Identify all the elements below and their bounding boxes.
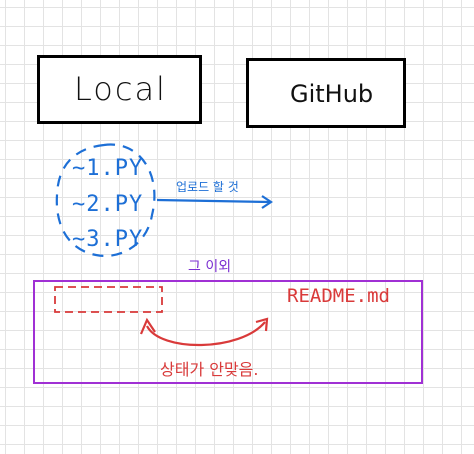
upload-arrow — [156, 198, 271, 204]
local-label: Local — [74, 70, 167, 108]
file-label: ~1.PY — [72, 156, 144, 181]
other-files-label: 그 이외 — [188, 259, 232, 275]
file-label: ~3.PY — [72, 227, 144, 252]
readme-label: README.md — [287, 285, 390, 307]
upload-arrow-head — [261, 195, 273, 209]
github-box — [246, 58, 406, 128]
mismatch-status-label: 상태가 안맞음. — [160, 360, 259, 379]
upload-label: 업로드 할 것 — [176, 180, 239, 194]
missing-file-placeholder — [54, 286, 163, 313]
files-group-outline — [55, 143, 156, 258]
other-files-box — [33, 280, 423, 384]
local-box — [37, 55, 202, 124]
file-label: ~2.PY — [72, 192, 144, 217]
mismatch-arrow — [146, 321, 266, 347]
mismatch-arrow-head-right — [255, 317, 269, 332]
mismatch-arrow-head-left — [139, 317, 156, 335]
github-label: GitHub — [290, 80, 374, 108]
